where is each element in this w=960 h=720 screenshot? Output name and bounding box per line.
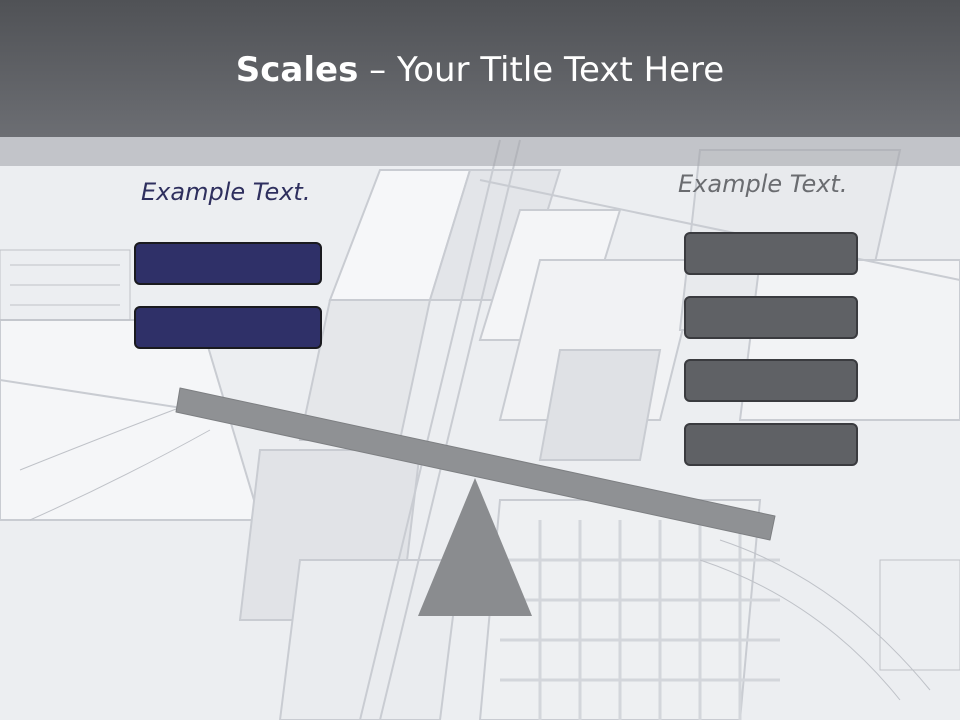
right-example-text[interactable]: Example Text. [678,170,848,198]
right-box-3[interactable] [684,359,858,402]
left-box-1[interactable] [134,242,322,285]
left-box-2[interactable] [134,306,322,349]
left-example-text[interactable]: Example Text. [141,178,311,206]
title-band [0,137,960,166]
slide-title-bold: Scales [235,50,359,90]
right-box-2[interactable] [684,296,858,339]
scale-fulcrum [418,478,532,616]
slide-title-rest: – Your Title Text Here [358,50,725,90]
right-box-1[interactable] [684,232,858,275]
slide-title[interactable]: Scales – Your Title Text Here [0,50,960,90]
scale-beam [175,387,776,541]
right-box-4[interactable] [684,423,858,466]
title-bar [0,0,960,137]
